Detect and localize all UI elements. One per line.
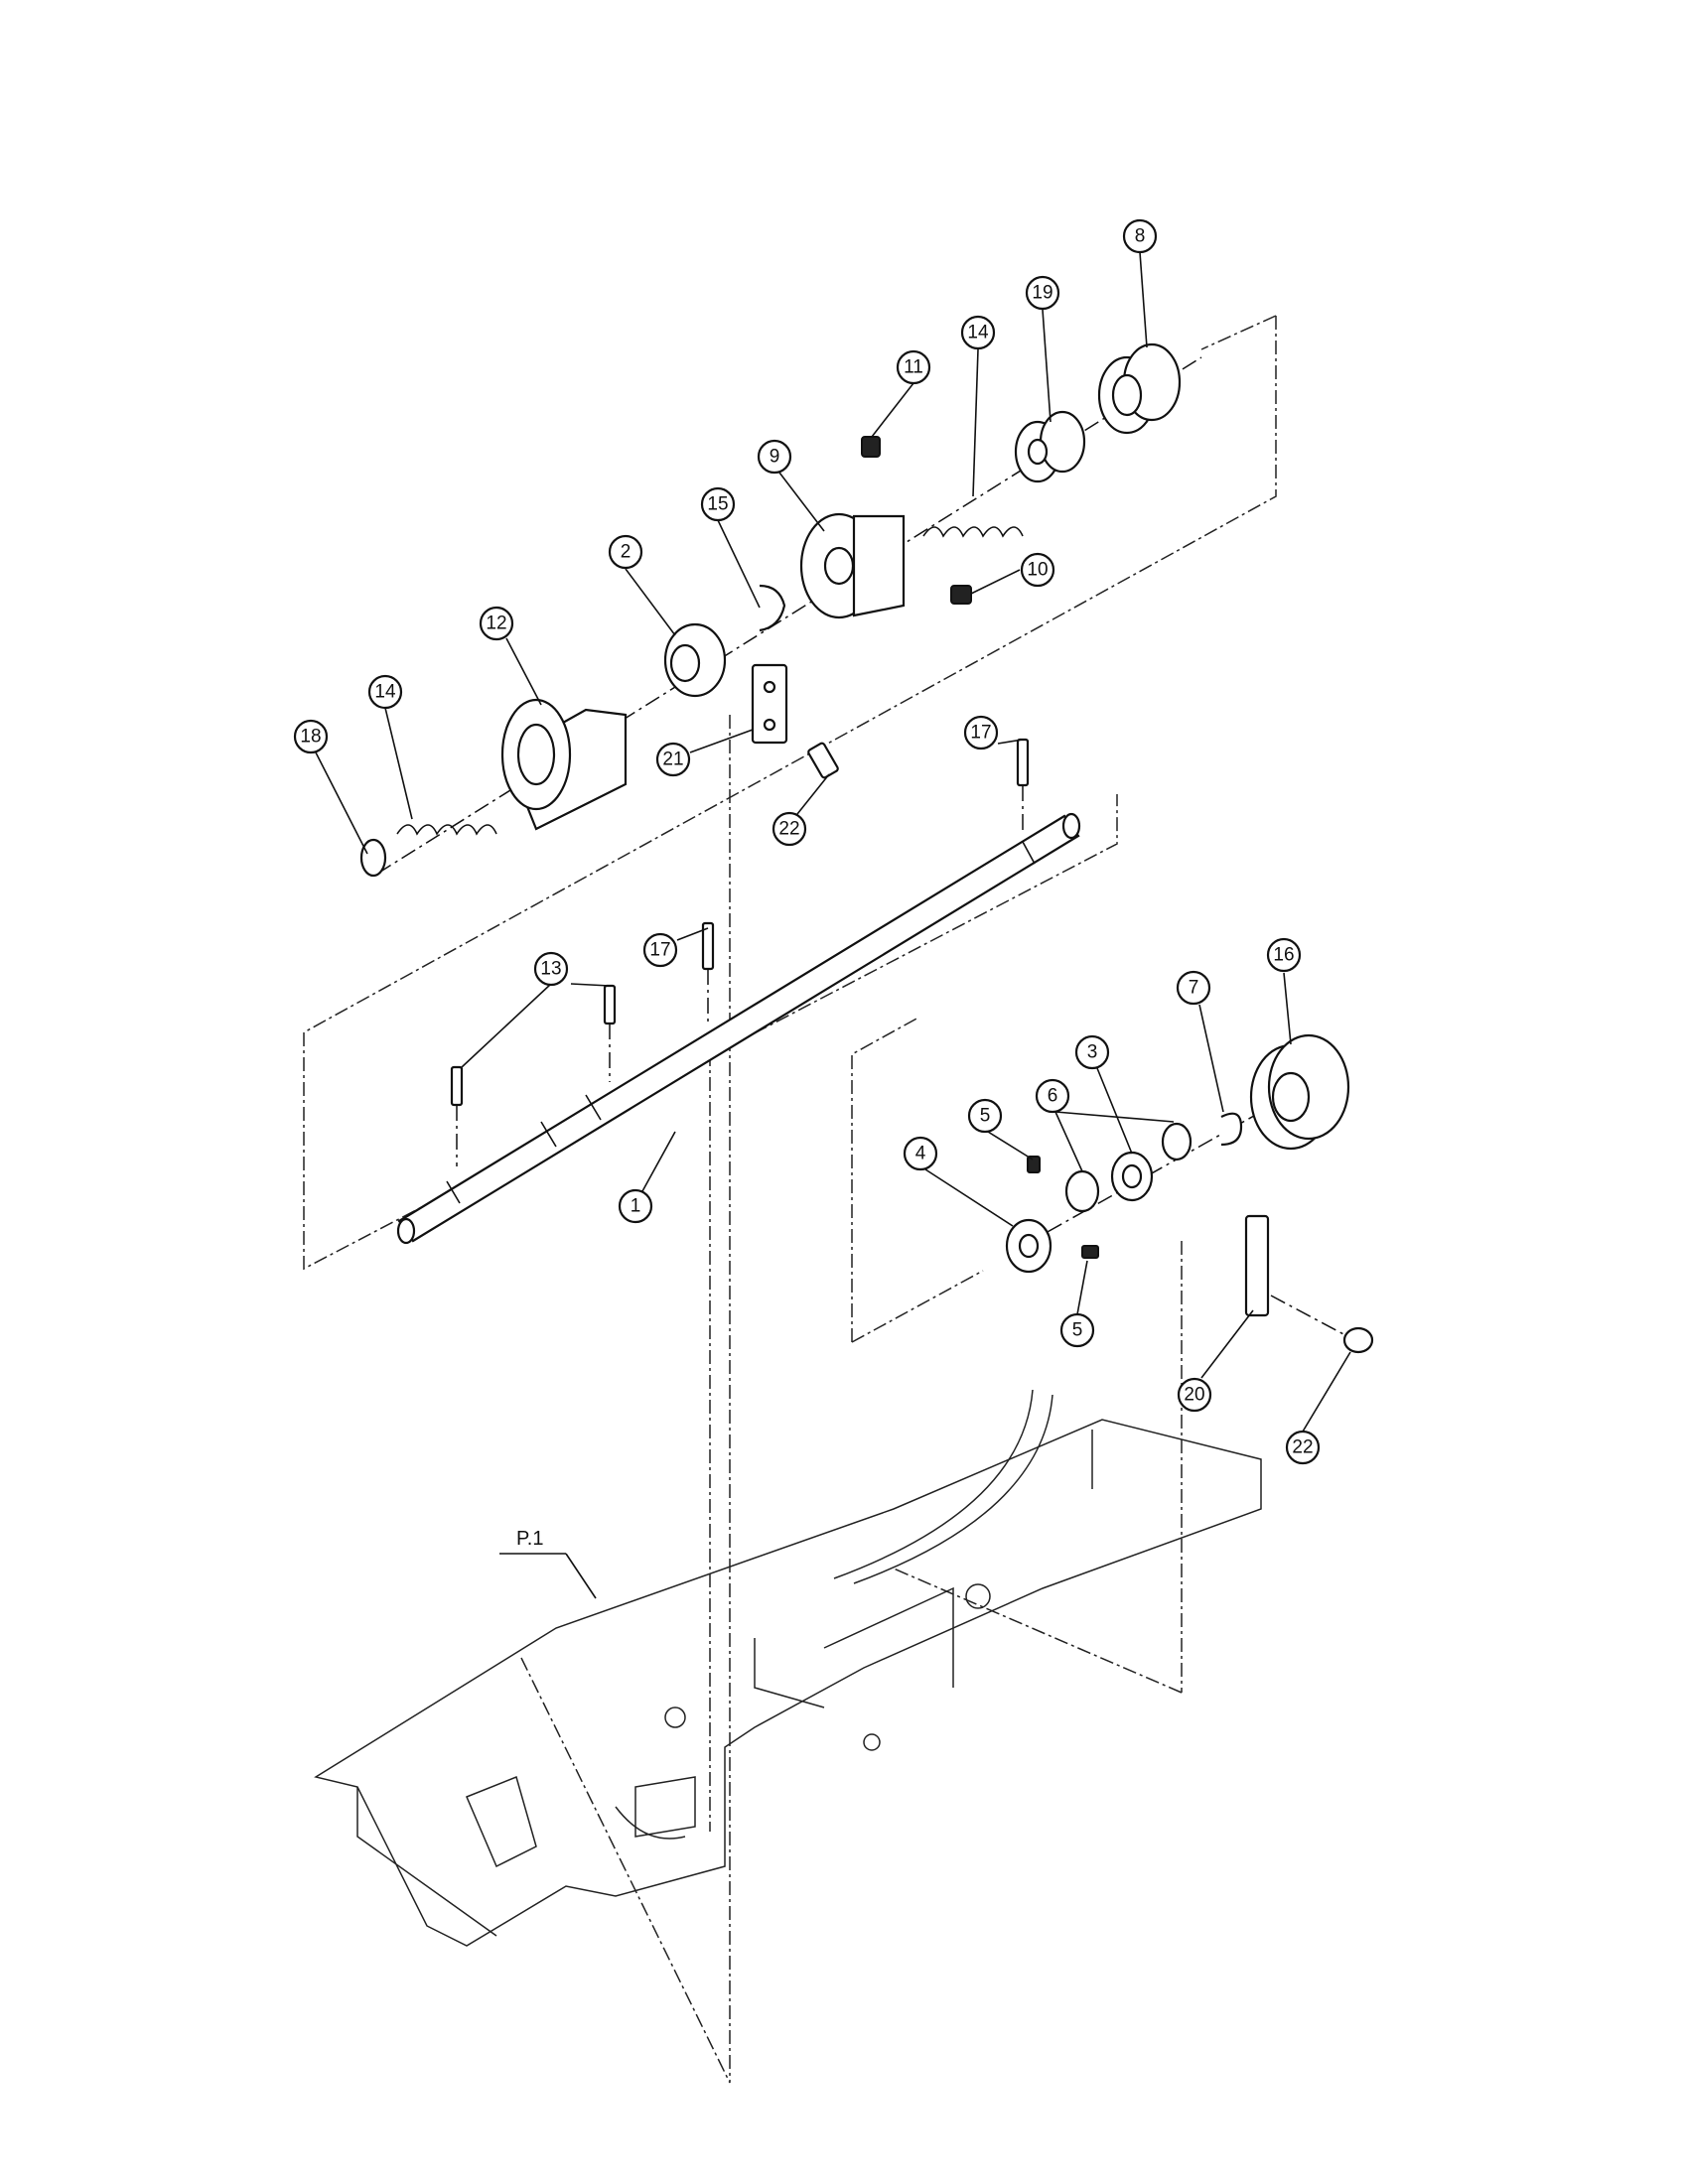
svg-text:8: 8 [1135, 226, 1146, 247]
svg-text:18: 18 [300, 727, 321, 748]
svg-text:21: 21 [662, 750, 683, 770]
frame-lower-right [851, 1017, 1183, 1693]
svg-text:5: 5 [1072, 1320, 1083, 1341]
reference-p1: P.1 [499, 1528, 597, 1599]
callout-18: 18 [293, 719, 329, 754]
callout-5-upper: 5 [967, 1098, 1003, 1134]
callout-9: 9 [757, 439, 792, 475]
callout-2: 2 [608, 534, 643, 570]
svg-text:17: 17 [649, 940, 670, 961]
callout-12: 12 [479, 606, 514, 641]
callout-15: 15 [700, 486, 736, 522]
callout-21: 21 [655, 742, 691, 777]
svg-text:10: 10 [1027, 560, 1048, 581]
lower-right-assembly [1005, 1033, 1374, 1354]
callout-20: 20 [1177, 1377, 1212, 1413]
svg-text:13: 13 [540, 959, 561, 980]
svg-text:16: 16 [1273, 945, 1294, 966]
svg-text:20: 20 [1184, 1385, 1204, 1406]
pins [450, 738, 1030, 1166]
callout-4: 4 [903, 1136, 938, 1171]
callout-3: 3 [1074, 1034, 1110, 1070]
svg-text:22: 22 [1292, 1437, 1313, 1458]
callout-6: 6 [1035, 1078, 1070, 1114]
callout-1: 1 [618, 1188, 653, 1224]
svg-text:5: 5 [980, 1106, 991, 1127]
svg-text:19: 19 [1032, 283, 1052, 304]
reference-label: P.1 [516, 1528, 543, 1550]
svg-text:11: 11 [904, 357, 923, 378]
svg-text:6: 6 [1048, 1086, 1058, 1107]
svg-text:22: 22 [778, 819, 799, 840]
svg-text:14: 14 [967, 323, 989, 343]
main-shaft [396, 812, 1081, 1245]
svg-text:14: 14 [374, 682, 396, 703]
callout-5-lower: 5 [1059, 1312, 1095, 1348]
svg-text:1: 1 [631, 1196, 641, 1217]
callout-17-right: 17 [963, 715, 999, 751]
callout-11: 11 [896, 349, 931, 385]
callout-13: 13 [533, 951, 569, 987]
callout-19: 19 [1025, 275, 1060, 311]
callout-22-lower: 22 [1285, 1430, 1321, 1465]
leader-lines [315, 251, 1351, 1433]
callout-8: 8 [1122, 218, 1158, 254]
machine-base [314, 1389, 1262, 2084]
frame-upper [303, 315, 1277, 1033]
svg-text:4: 4 [915, 1144, 926, 1164]
callout-14-lower: 14 [367, 674, 403, 710]
svg-text:15: 15 [707, 494, 728, 515]
callout-7: 7 [1176, 970, 1211, 1006]
svg-text:17: 17 [970, 723, 991, 744]
svg-text:2: 2 [621, 542, 632, 563]
frame-vertical-drop [709, 715, 731, 2083]
callout-17-left: 17 [642, 932, 678, 968]
callout-14-upper: 14 [960, 315, 996, 350]
svg-text:12: 12 [486, 614, 506, 634]
callout-22-upper: 22 [772, 811, 807, 847]
callout-10: 10 [1020, 552, 1055, 588]
upper-assembly [359, 342, 1202, 878]
svg-text:9: 9 [770, 447, 780, 468]
svg-text:3: 3 [1087, 1042, 1098, 1063]
callout-16: 16 [1266, 937, 1302, 973]
svg-text:7: 7 [1189, 978, 1199, 999]
